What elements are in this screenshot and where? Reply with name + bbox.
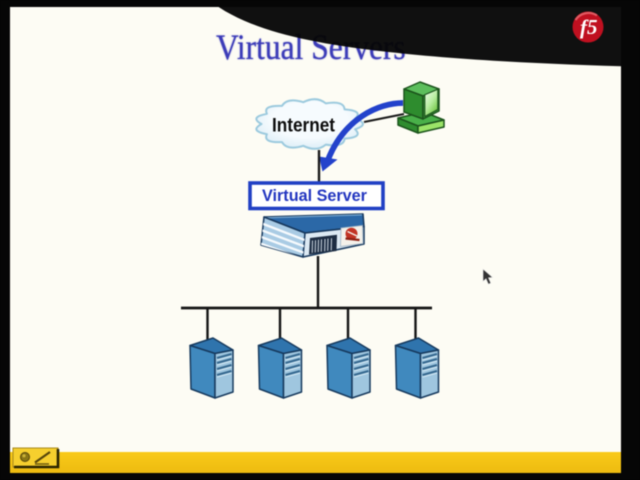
svg-text:Internet: Internet [272, 116, 336, 137]
svg-text:Virtual Server: Virtual Server [262, 186, 367, 205]
svg-text:f5: f5 [580, 15, 598, 39]
